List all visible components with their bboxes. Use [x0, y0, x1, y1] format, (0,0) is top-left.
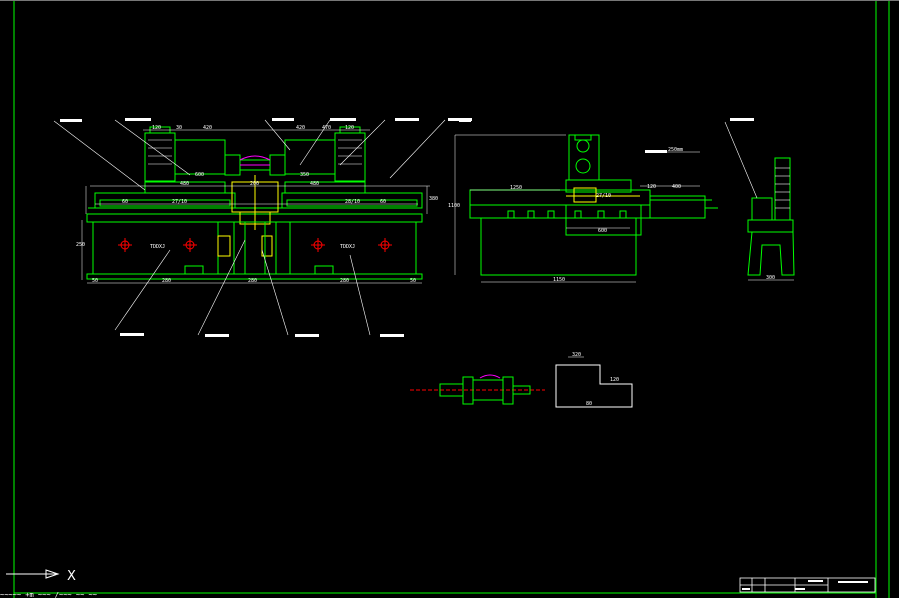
front-dim-low-2: 27/10	[172, 199, 187, 205]
front-dim-top-3: 420	[203, 125, 212, 131]
drawing-frame	[13, 0, 890, 598]
front-view	[53, 119, 446, 336]
front-base-label-left: TDDXJ	[150, 244, 165, 250]
front-dim-low-3: 28/10	[345, 199, 360, 205]
front-dim-top-1: 120	[152, 125, 161, 131]
side-note: 250mm	[668, 147, 683, 153]
side-base	[469, 179, 651, 276]
end-view-tag	[730, 118, 754, 121]
small-dim-1: 320	[572, 352, 581, 358]
end-view	[724, 121, 795, 281]
front-dim-mid-2: 600	[195, 172, 204, 178]
front-dim-top-4: 420	[296, 125, 305, 131]
center-pillar	[233, 221, 277, 275]
front-dim-bottom-4: 280	[340, 278, 349, 284]
end-dim-bottom: 300	[766, 275, 775, 281]
base-holes	[118, 238, 392, 252]
command-line-text: ~~~~~ +m ~~~ /~~~ ~~ ~~	[0, 592, 97, 598]
head-ribs	[148, 139, 362, 165]
side-dim-mid-2: 27/10	[596, 193, 611, 199]
block-detail	[555, 356, 633, 408]
front-dim-top-2: 30	[176, 125, 182, 131]
front-heads	[144, 126, 366, 182]
front-dims	[81, 129, 430, 284]
spindle	[239, 155, 271, 166]
front-dim-mid-5: 480	[310, 181, 319, 187]
center-fixture	[217, 175, 279, 257]
small-dim-3: 80	[586, 401, 592, 407]
front-tags	[60, 118, 472, 337]
side-dim-bottom: 1150	[553, 277, 565, 283]
side-tags	[459, 119, 667, 153]
side-head	[568, 134, 600, 181]
side-dims	[454, 134, 700, 283]
side-dim-top-1: 120	[647, 184, 656, 190]
front-dim-right: 380	[429, 196, 438, 202]
front-dim-bottom-3: 280	[248, 278, 257, 284]
front-dim-mid-1: 480	[180, 181, 189, 187]
front-dim-top-5: 470	[322, 125, 331, 131]
front-dim-mid-3: 200	[250, 181, 259, 187]
title-block	[739, 577, 876, 593]
side-view	[454, 134, 718, 283]
front-dim-mid-4: 350	[300, 172, 309, 178]
side-fixture	[566, 187, 640, 203]
title-block-fills	[742, 580, 868, 590]
side-dim-inner: 600	[598, 228, 607, 234]
front-leaders	[53, 119, 446, 336]
ucs-icon	[6, 569, 60, 579]
front-dim-bottom-2: 280	[162, 278, 171, 284]
front-dim-top-6: 120	[345, 125, 354, 131]
front-dim-bottom-5: 50	[410, 278, 416, 284]
small-dim-2: 120	[610, 377, 619, 383]
front-dim-bottom-1: 50	[92, 278, 98, 284]
ucs-x-label: X	[67, 569, 76, 584]
side-dim-top-2: 400	[672, 184, 681, 190]
side-slots	[507, 210, 627, 219]
front-dim-low-1: 60	[122, 199, 128, 205]
side-shaft	[649, 195, 718, 219]
front-dim-left: 250	[76, 242, 85, 248]
front-base-label-right: TDDXJ	[340, 244, 355, 250]
shaft-detail	[410, 374, 545, 405]
side-dim-mid-1: 1250	[510, 185, 522, 191]
front-dim-low-4: 60	[380, 199, 386, 205]
side-dim-left: 1100	[448, 203, 460, 209]
